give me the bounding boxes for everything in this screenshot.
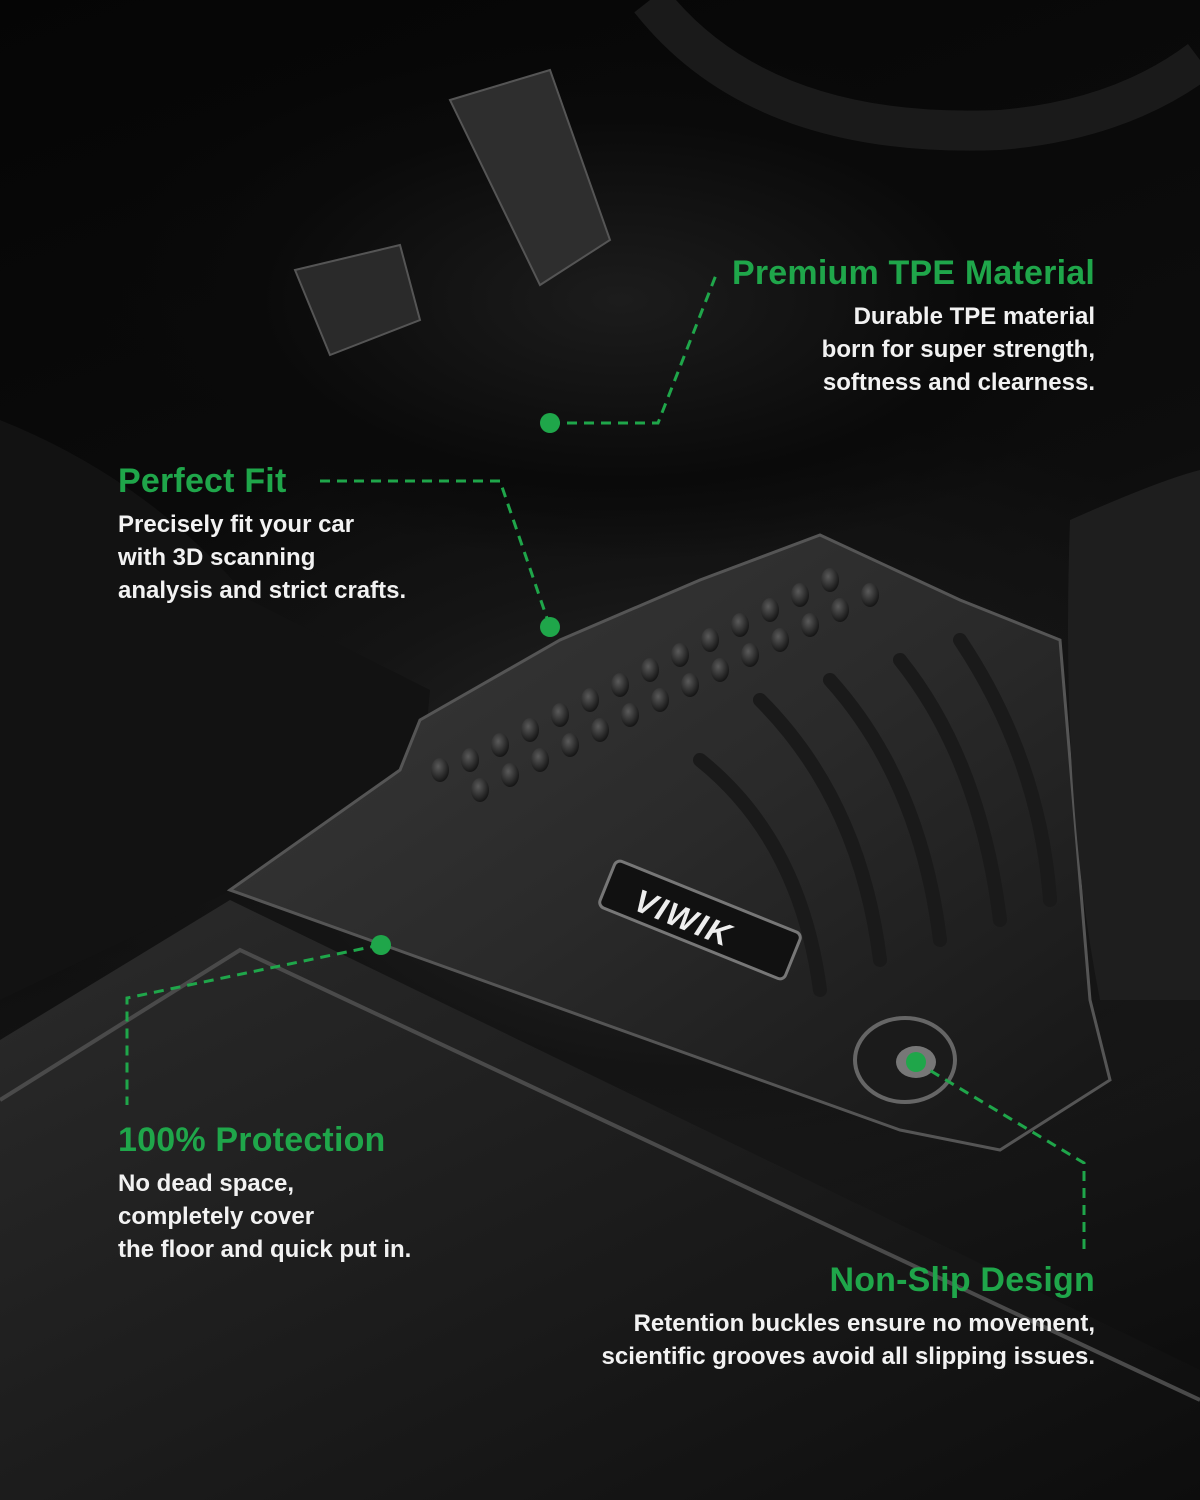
protection-connector-line (125, 943, 381, 1105)
callout-connectors (125, 274, 1086, 1250)
premium-marker-dot (540, 413, 560, 433)
callout-description: Durable TPE material born for super stre… (821, 303, 1095, 397)
callout-perfect-fit: Perfect Fit Precisely fit your car with … (118, 462, 538, 607)
accelerator-pedal-icon (448, 68, 612, 287)
callout-description: Retention buckles ensure no movement, sc… (601, 1310, 1096, 1371)
fit-connector-line (320, 479, 552, 628)
nonslip-connector-line (915, 1060, 1086, 1250)
fit-marker-dot (540, 617, 560, 637)
callout-premium-tpe: Premium TPE Material Durable TPE materia… (615, 254, 1095, 399)
viwik-logo-plate (598, 859, 802, 981)
nonslip-marker-dot (906, 1052, 926, 1072)
callout-title: Perfect Fit (118, 462, 287, 500)
callout-title: Premium TPE Material (731, 254, 1095, 292)
retention-buckle-icon (853, 1016, 957, 1104)
callout-protection: 100% Protection No dead space, completel… (118, 1121, 538, 1266)
brake-pedal-icon (293, 243, 422, 357)
callout-title: 100% Protection (118, 1121, 386, 1159)
callout-title: Non-Slip Design (829, 1261, 1095, 1299)
premium-connector-line (550, 274, 718, 425)
callout-description: Precisely fit your car with 3D scanning … (118, 511, 407, 605)
callout-description: No dead space, completely cover the floo… (118, 1170, 412, 1264)
protection-marker-dot (371, 935, 391, 955)
callout-non-slip: Non-Slip Design Retention buckles ensure… (475, 1261, 1096, 1373)
